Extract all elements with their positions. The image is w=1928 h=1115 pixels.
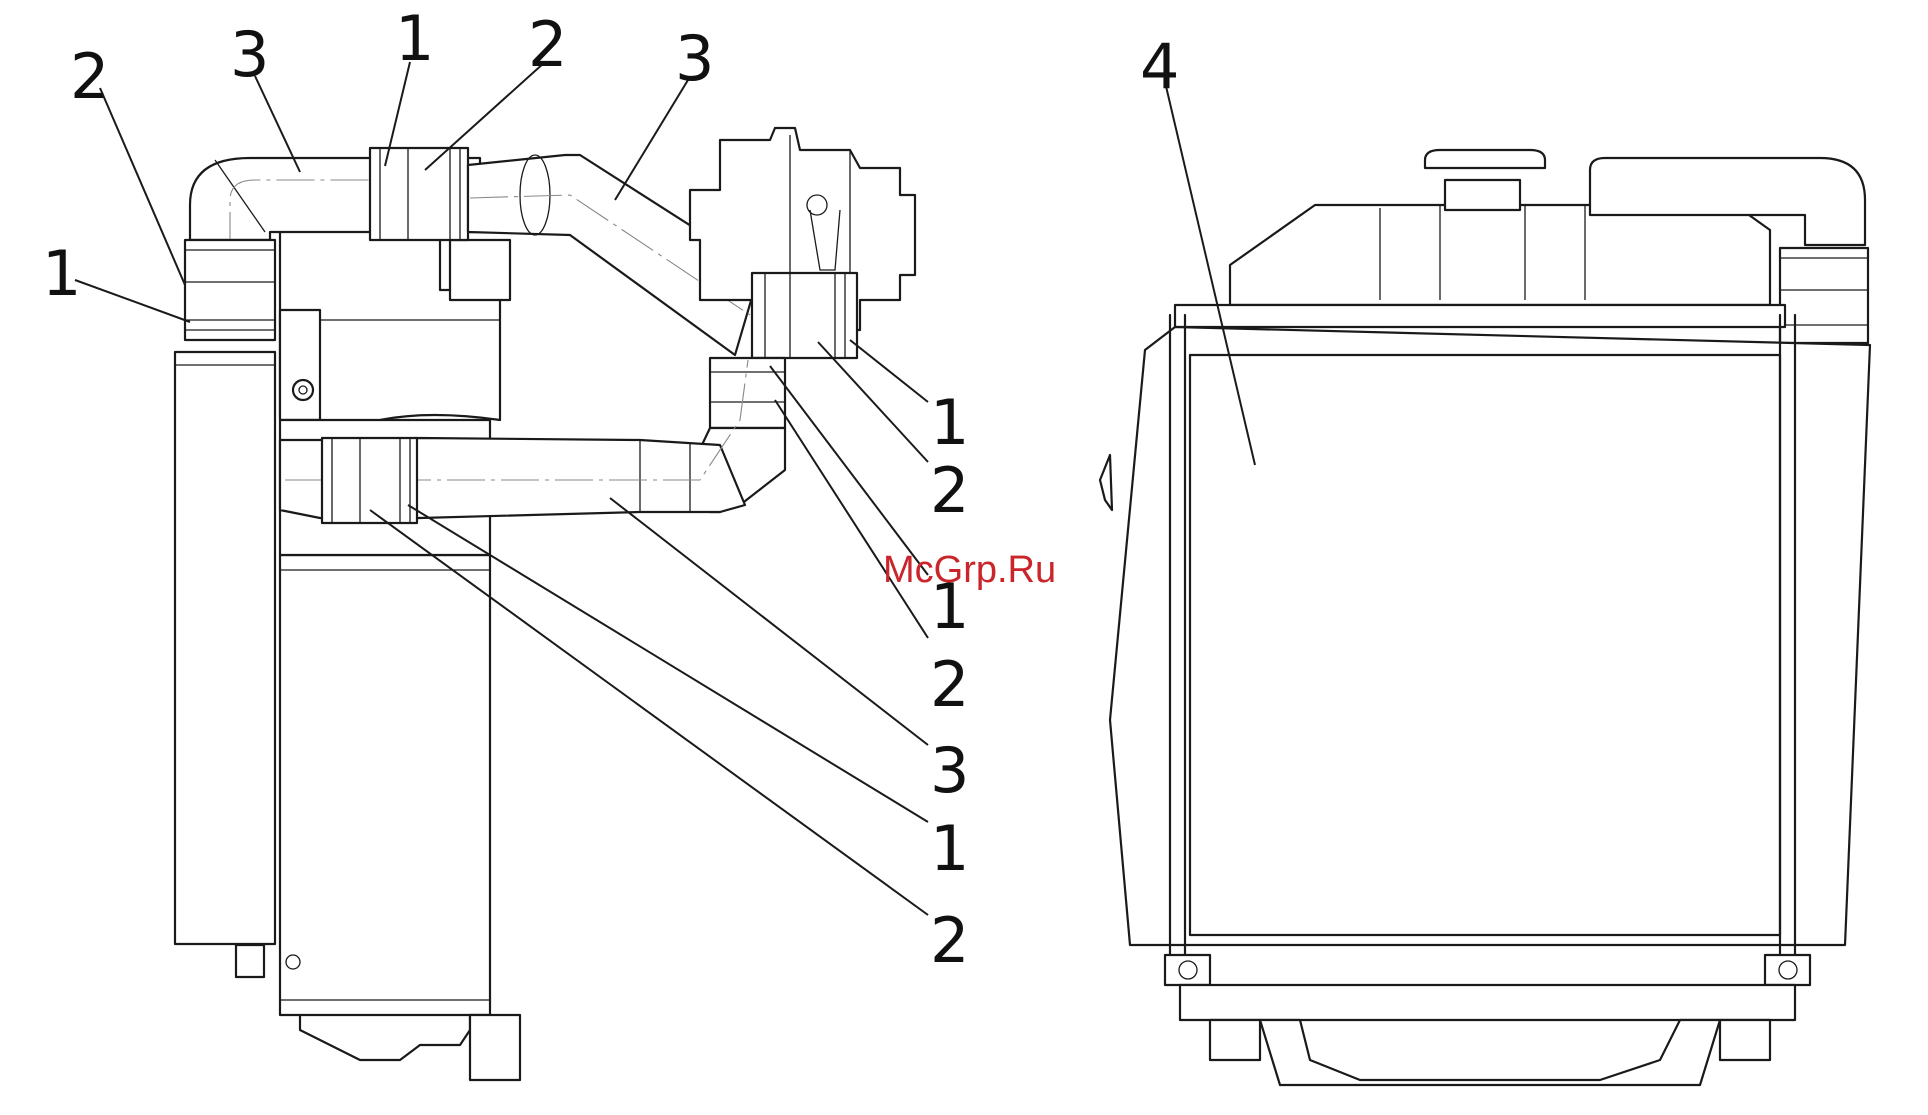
housing-box [280,555,490,1015]
right-front-view [1100,150,1870,1085]
hose-turbo [752,273,857,358]
callout-label: 2 [70,40,109,113]
callout-label: 1 [395,2,434,75]
callout-label: 4 [1140,30,1179,103]
hose-lower-left [322,438,417,523]
watermark: McGrp.Ru [883,549,1056,591]
left-side-view [175,128,915,1080]
callout-label: 1 [930,812,969,885]
callout-label: 2 [930,454,969,527]
callout-label: 3 [930,734,969,807]
callout-label: 2 [930,904,969,977]
bottom-tank [1260,1020,1720,1085]
hose-right-top [1780,248,1868,343]
callout-label: 3 [230,18,269,91]
cooler-core-left [175,352,275,944]
callout-label: 1 [42,237,81,310]
callout-label: 1 [930,386,969,459]
filler-cap [1425,150,1545,168]
hose-left [185,240,275,340]
radiator-core [1190,355,1780,935]
top-tank [1230,205,1770,305]
callout-label: 3 [675,22,714,95]
hose-top [370,148,468,240]
callout-label: 2 [930,648,969,721]
hose-lower-right [710,358,785,428]
callout-label: 2 [528,8,567,81]
